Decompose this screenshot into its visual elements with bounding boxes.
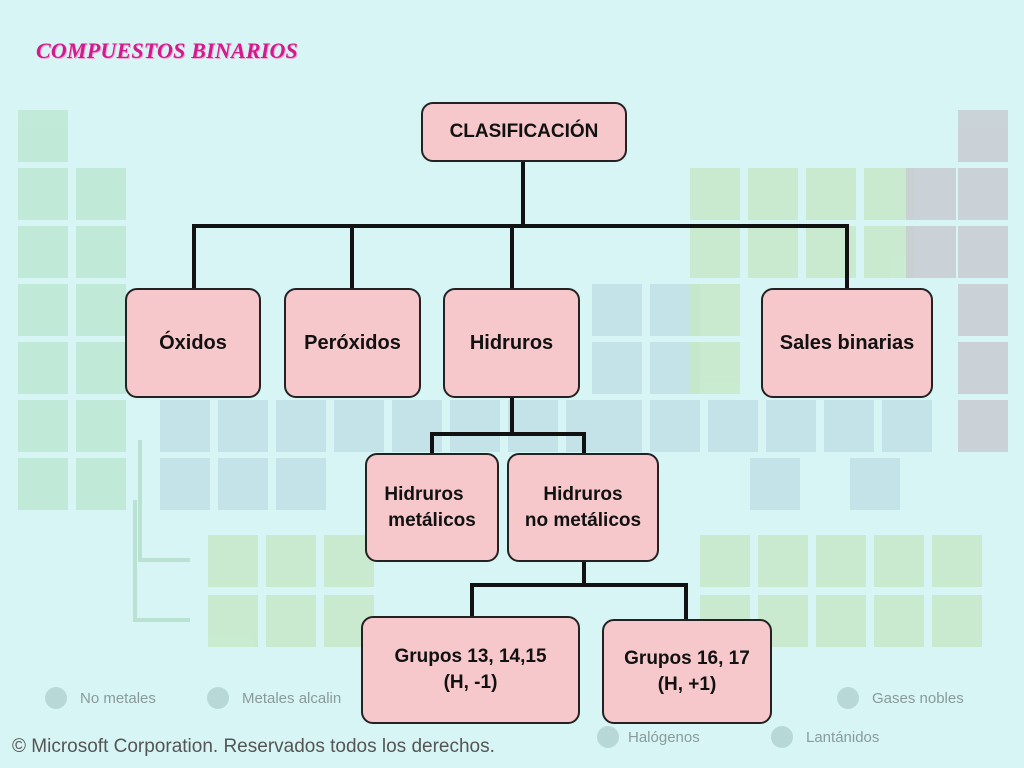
node-grupos-16-line1: Grupos 16, 17 bbox=[624, 647, 750, 669]
node-clasificacion: CLASIFICACIÓN bbox=[421, 102, 627, 162]
node-grupos-16-line2: (H, +1) bbox=[657, 673, 717, 695]
legend-gases-nobles: Gases nobles bbox=[872, 690, 964, 707]
node-hidruros-no-metalicos-line1: Hidruros bbox=[543, 483, 623, 505]
node-grupos-16-17: Grupos 16, 17 (H, +1) bbox=[602, 619, 772, 724]
node-hidruros-metalicos: Hidruros metálicos bbox=[365, 453, 499, 562]
node-sales-binarias-label: Sales binarias bbox=[779, 331, 915, 354]
page-title: COMPUESTOS BINARIOS bbox=[36, 38, 298, 63]
node-hidruros-metalicos-line2: metálicos bbox=[388, 509, 476, 531]
node-hidruros-label: Hidruros bbox=[469, 331, 554, 354]
node-peroxidos: Peróxidos bbox=[284, 288, 421, 398]
node-oxidos-label: Óxidos bbox=[159, 331, 227, 354]
node-hidruros: Hidruros bbox=[443, 288, 580, 398]
legend-no-metales: No metales bbox=[80, 690, 156, 707]
legend-metales-alcalinos: Metales alcalin bbox=[242, 690, 342, 707]
node-grupos-13-14-15: Grupos 13, 14,15 (H, -1) bbox=[361, 616, 580, 724]
node-hidruros-no-metalicos-line2: no metálicos bbox=[524, 509, 642, 531]
node-grupos-13-line2: (H, -1) bbox=[443, 672, 498, 693]
legend-lantanidos: Lantánidos bbox=[806, 729, 880, 746]
node-peroxidos-label: Peróxidos bbox=[304, 331, 401, 354]
node-hidruros-no-metalicos: Hidruros no metálicos bbox=[507, 453, 659, 562]
node-hidruros-metalicos-line1: Hidruros bbox=[384, 483, 464, 505]
node-clasificacion-label: CLASIFICACIÓN bbox=[449, 121, 599, 143]
node-grupos-13-line1: Grupos 13, 14,15 bbox=[394, 646, 547, 668]
node-oxidos: Óxidos bbox=[125, 288, 261, 398]
copyright-text: © Microsoft Corporation. Reservados todo… bbox=[12, 736, 495, 757]
node-sales-binarias: Sales binarias bbox=[761, 288, 933, 398]
legend-halogenos: Halógenos bbox=[628, 729, 700, 746]
